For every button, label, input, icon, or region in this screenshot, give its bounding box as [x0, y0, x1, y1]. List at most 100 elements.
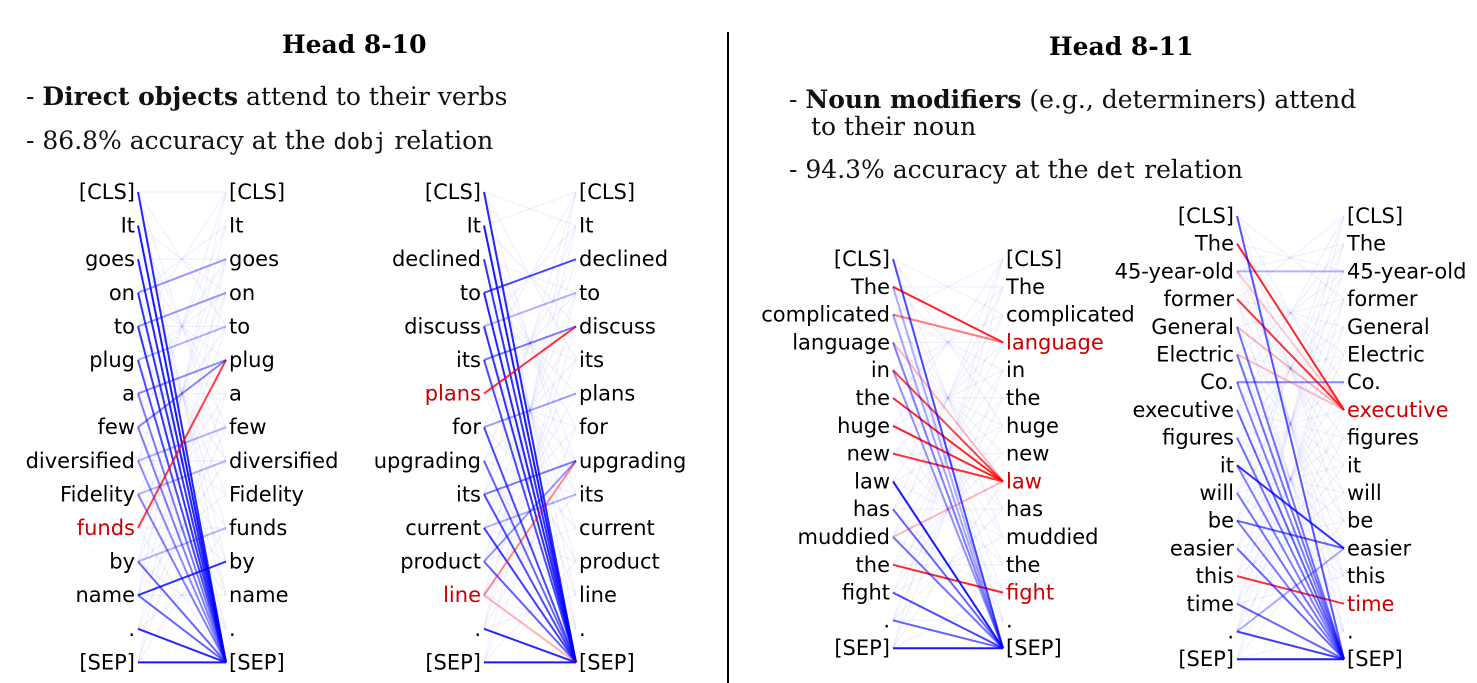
token-left: .	[1227, 620, 1234, 644]
attention-edge-blue	[1236, 492, 1345, 660]
token-right: few	[229, 415, 267, 439]
faint-attention-line	[137, 225, 227, 428]
token-right: huge	[1006, 414, 1059, 438]
faint-attention-line	[137, 258, 227, 529]
token-left: muddied	[797, 525, 890, 549]
faint-attention-line	[892, 314, 1004, 482]
faint-attention-line	[892, 369, 1004, 649]
faint-attention-line	[1236, 271, 1345, 466]
attention-edge-red	[483, 594, 577, 664]
token-right: General	[1347, 315, 1430, 339]
token-right: .	[229, 617, 236, 641]
token-left: plans	[425, 382, 481, 406]
token-right: its	[579, 348, 604, 372]
faint-attention-line	[1236, 409, 1345, 439]
faint-attention-line	[483, 392, 577, 428]
faint-attention-line	[137, 359, 227, 428]
token-right: plug	[229, 348, 275, 372]
attention-edge-blue	[483, 325, 577, 361]
token-left: The	[1194, 232, 1234, 256]
faint-attention-line	[137, 225, 227, 294]
faint-attention-line	[137, 225, 227, 294]
faint-attention-line	[1236, 409, 1345, 439]
token-left: 45-year-old	[1115, 259, 1234, 283]
faint-attention-line	[892, 286, 1004, 399]
token-left: this	[1196, 564, 1234, 588]
token-right: .	[1006, 608, 1013, 632]
faint-attention-line	[137, 292, 227, 495]
faint-attention-line	[137, 292, 227, 361]
token-left: [CLS]	[1178, 204, 1234, 228]
token-right: language	[1006, 330, 1104, 354]
faint-attention-line	[1236, 215, 1345, 300]
faint-attention-line	[1236, 243, 1345, 383]
faint-attention-line	[483, 392, 577, 428]
attention-edge-blue	[483, 392, 577, 429]
faint-attention-line	[892, 341, 1004, 455]
attention-edge-blue	[1236, 215, 1345, 660]
faint-attention-line	[137, 191, 227, 327]
faint-attention-line	[1236, 298, 1345, 549]
faint-attention-line	[1236, 215, 1345, 632]
faint-attention-line	[892, 286, 1004, 399]
token-left: former	[1163, 287, 1234, 311]
attention-edge-blue	[1236, 602, 1345, 661]
token-left: [CLS]	[425, 180, 481, 204]
token-right: fight	[1006, 581, 1054, 605]
token-right: new	[1006, 442, 1049, 466]
faint-attention-line	[892, 453, 1004, 566]
token-left: product	[400, 550, 481, 574]
token-right: funds	[229, 516, 287, 540]
token-left: will	[1199, 481, 1234, 505]
faint-attention-line	[1236, 464, 1345, 494]
faint-attention-line	[1236, 215, 1345, 521]
attention-edge-blue	[892, 314, 1004, 649]
attention-edge-red	[1236, 270, 1345, 411]
token-right: to	[579, 281, 600, 305]
token-left: a	[122, 382, 135, 406]
faint-attention-line	[1236, 243, 1345, 494]
faint-attention-line	[1236, 326, 1345, 522]
attention-edge-red	[1236, 298, 1345, 411]
faint-attention-line	[1236, 271, 1345, 577]
token-left: .	[883, 608, 890, 632]
faint-attention-line	[1236, 271, 1345, 466]
token-left: [SEP]	[425, 650, 481, 674]
faint-attention-line	[1236, 298, 1345, 328]
token-right: .	[579, 617, 586, 641]
token-left: discuss	[404, 314, 481, 338]
attention-edge-blue	[483, 459, 577, 496]
token-right: [SEP]	[229, 650, 285, 674]
attention-edge-blue	[137, 326, 227, 663]
faint-attention-line	[892, 397, 1004, 621]
left-panel-title: Head 8-10	[282, 30, 427, 59]
faint-attention-line	[137, 225, 227, 428]
attention-edge-red	[892, 313, 1004, 344]
token-left: to	[460, 281, 481, 305]
faint-attention-line	[483, 191, 577, 227]
faint-attention-line	[892, 258, 1004, 316]
token-right: in	[1006, 358, 1025, 382]
faint-attention-line	[892, 258, 1004, 427]
attention-edge-blue	[1236, 409, 1345, 660]
token-right: on	[229, 281, 255, 305]
attention-edge-blue	[137, 527, 227, 563]
token-left: the	[856, 386, 890, 410]
token-right: muddied	[1006, 525, 1099, 549]
token-left: .	[128, 617, 135, 641]
faint-attention-line	[137, 191, 227, 462]
token-left: huge	[837, 414, 890, 438]
faint-attention-line	[892, 314, 1004, 482]
token-right: the	[1006, 386, 1040, 410]
attention-edge-blue	[483, 493, 577, 663]
faint-attention-line	[892, 369, 1004, 427]
token-right: It	[229, 214, 243, 238]
faint-attention-line	[1236, 242, 1345, 273]
faint-attention-line	[892, 425, 1004, 594]
token-left: [CLS]	[79, 180, 135, 204]
token-left: [SEP]	[79, 650, 135, 674]
token-left: diversified	[26, 449, 135, 473]
